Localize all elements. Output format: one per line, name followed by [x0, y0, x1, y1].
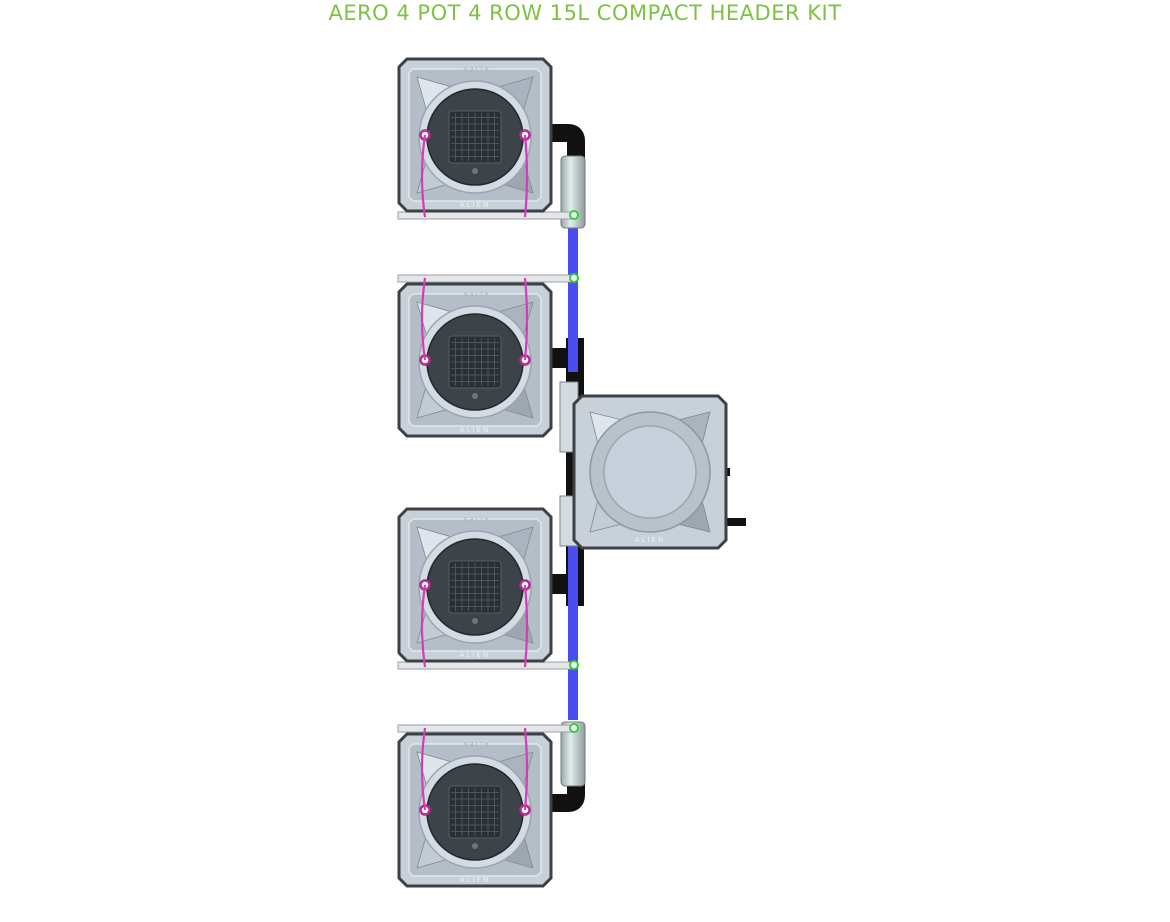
- growing-pot: ALIEN ALIEN: [397, 277, 553, 438]
- feed-connector: [569, 723, 579, 733]
- header-outlet-pipe: [724, 518, 746, 526]
- header-feed-pipe-upper: [568, 222, 578, 372]
- pot-brand-label: ALIEN: [460, 876, 490, 884]
- feed-tube: [420, 727, 427, 811]
- manifold-lower: [560, 721, 586, 787]
- pot-brand-label: ALIEN: [460, 651, 490, 659]
- pot-brand-label-top: ALIEN: [461, 65, 489, 72]
- feed-tube: [523, 277, 529, 361]
- lid-knob: [472, 618, 478, 624]
- drain-stub-2: [548, 348, 568, 368]
- feed-connector: [569, 210, 579, 220]
- pot-brand-label: ALIEN: [460, 426, 490, 434]
- header-tank-body: ALIEN: [572, 394, 728, 550]
- drain-stub-3: [548, 574, 568, 594]
- feed-tube: [420, 134, 427, 218]
- lid-knob: [472, 843, 478, 849]
- feed-tube: [523, 584, 529, 668]
- lid-knob: [472, 393, 478, 399]
- manifold-upper: [560, 155, 586, 229]
- tank-lid: [603, 425, 697, 519]
- feed-tube: [420, 584, 427, 668]
- pot-brand-label-top: ALIEN: [461, 515, 489, 522]
- feed-connector: [569, 660, 579, 670]
- growing-pot: ALIEN ALIEN: [397, 57, 553, 218]
- pot-brand-label: ALIEN: [460, 201, 490, 209]
- lid-knob: [472, 168, 478, 174]
- feed-connector: [569, 273, 579, 283]
- pot-brand-label-top: ALIEN: [461, 740, 489, 747]
- bottom-elbow-pipe: [548, 780, 585, 812]
- growing-pot: ALIEN ALIEN: [397, 507, 553, 668]
- header-feed-pipe-lower: [568, 540, 578, 720]
- feed-tube: [523, 134, 529, 218]
- growing-pots: ALIEN ALIEN ALIEN ALIEN ALIEN ALIEN ALIEN ALIEN: [397, 57, 553, 888]
- pot-brand-label-top: ALIEN: [461, 290, 489, 297]
- header-tank: ALIEN: [572, 394, 728, 550]
- page-title: AERO 4 POT 4 ROW 15L COMPACT HEADER KIT: [328, 1, 842, 25]
- tank-brand-label: ALIEN: [635, 536, 665, 544]
- feed-tube: [523, 727, 529, 811]
- feed-tube: [420, 277, 427, 361]
- growing-pot: ALIEN ALIEN: [397, 727, 553, 888]
- top-elbow-pipe: [548, 124, 585, 158]
